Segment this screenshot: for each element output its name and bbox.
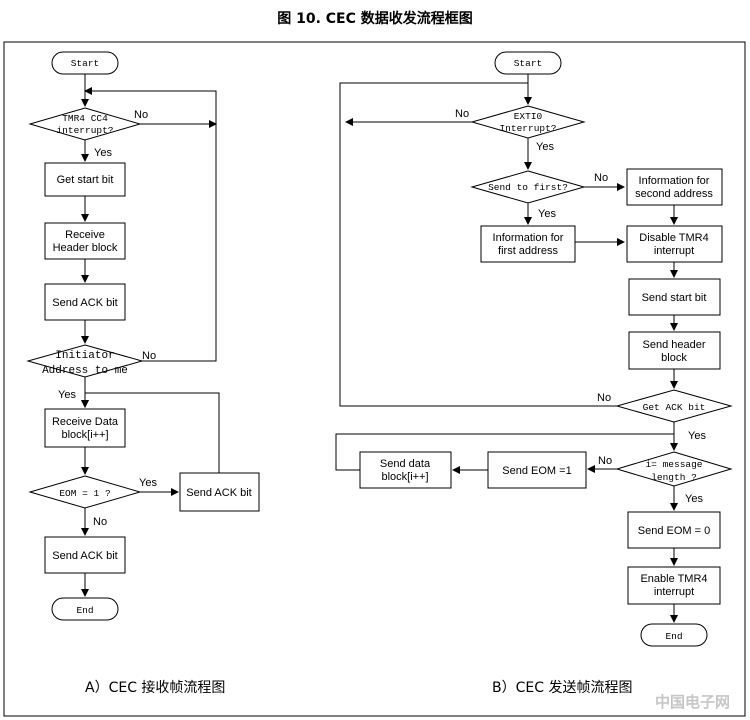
send-ack-label-1: Send ACK bit	[52, 297, 117, 309]
info-first-line2: first address	[498, 245, 558, 257]
left-d3-yes: Yes	[139, 477, 157, 489]
left-d2-line2: Address to me	[42, 365, 128, 377]
enable-tmr4-line2: interrupt	[654, 586, 694, 598]
enable-tmr4-box	[627, 566, 721, 605]
info-second-box	[626, 168, 723, 206]
receive-header-line1: Receive	[65, 229, 105, 241]
send-ack-box-1	[44, 283, 126, 321]
info-second-line2: second address	[635, 188, 713, 200]
right-end-label: End	[665, 631, 682, 642]
left-d2-yes: Yes	[58, 389, 76, 401]
disable-tmr4-line2: interrupt	[654, 245, 694, 257]
send-eom0-box	[627, 511, 721, 549]
send-data-box	[359, 451, 452, 489]
get-start-bit-box	[44, 162, 126, 197]
right-caption: B）CEC 发送帧流程图	[492, 680, 632, 696]
left-d1-line2: interrupt?	[56, 125, 113, 136]
right-d4-line2: length ?	[651, 472, 697, 483]
disable-tmr4-line1: Disable TMR4	[639, 232, 709, 244]
right-d3-label: Get ACK bit	[643, 402, 706, 413]
right-d1-no: No	[455, 108, 469, 120]
right-d1-line1: EXTI0	[514, 111, 543, 122]
left-d1-yes: Yes	[94, 147, 112, 159]
figure-frame	[3, 41, 746, 717]
left-d1-line1: TMR4 CC4	[62, 113, 108, 124]
send-eom0-label: Send EOM = 0	[638, 525, 710, 537]
receive-data-line2: block[i++]	[61, 429, 108, 441]
send-ack-box-2	[179, 472, 260, 512]
send-header-line2: block	[661, 352, 687, 364]
send-header-line1: Send header	[643, 339, 706, 351]
send-start-bit-label: Send start bit	[642, 292, 707, 304]
send-data-line2: block[i++]	[381, 471, 428, 483]
right-d1-yes: Yes	[536, 141, 554, 153]
info-first-line1: Information for	[493, 232, 564, 244]
receive-flowchart: Start TMR4 CC4 interrupt? Yes No Get sta…	[26, 51, 260, 696]
watermark: 中国电子网	[655, 693, 730, 711]
right-d2-no: No	[594, 172, 608, 184]
right-d4-yes: Yes	[685, 493, 703, 505]
send-ack-label-3: Send ACK bit	[52, 550, 117, 562]
left-end-label: End	[76, 605, 93, 616]
right-d3-no: No	[597, 392, 611, 404]
right-d3-yes: Yes	[688, 430, 706, 442]
figure-title: 图 10. CEC 数据收发流程框图	[277, 11, 473, 27]
receive-header-box	[44, 222, 126, 260]
left-caption: A）CEC 接收帧流程图	[85, 679, 225, 696]
left-d3-label: EOM = 1 ?	[59, 488, 110, 499]
left-d1-no: No	[134, 109, 148, 121]
disable-tmr4-box	[626, 225, 723, 263]
right-d2-label: Send to first?	[488, 182, 568, 193]
send-data-line1: Send data	[380, 458, 431, 470]
get-start-bit-label: Get start bit	[57, 174, 114, 186]
receive-header-line2: Header block	[53, 242, 118, 254]
send-flowchart: Start EXTI0 Interrupt? No Yes Send to fi…	[335, 51, 733, 696]
right-end-terminal	[640, 623, 708, 647]
send-eom1-label: Send EOM =1	[502, 465, 571, 477]
info-first-box	[480, 225, 576, 263]
right-d2-yes: Yes	[538, 208, 556, 220]
right-d4-no: No	[598, 455, 612, 467]
left-d2-no: No	[142, 350, 156, 362]
left-d2-line1: Initiator	[55, 350, 114, 362]
right-d1-line2: Interrupt?	[499, 123, 556, 134]
enable-tmr4-line1: Enable TMR4	[640, 573, 707, 585]
right-start-label: Start	[514, 58, 543, 69]
left-end-terminal	[51, 597, 119, 621]
send-ack-label-2: Send ACK bit	[186, 487, 251, 499]
left-d3-no: No	[93, 516, 107, 528]
info-second-line1: Information for	[639, 175, 710, 187]
send-header-box	[628, 331, 721, 370]
right-d4-line1: i= message	[645, 459, 702, 470]
left-start-label: Start	[71, 58, 100, 69]
receive-data-box	[44, 408, 126, 448]
send-eom1-box	[487, 451, 587, 489]
send-ack-box-3	[44, 536, 126, 574]
receive-data-line1: Receive Data	[52, 416, 119, 428]
